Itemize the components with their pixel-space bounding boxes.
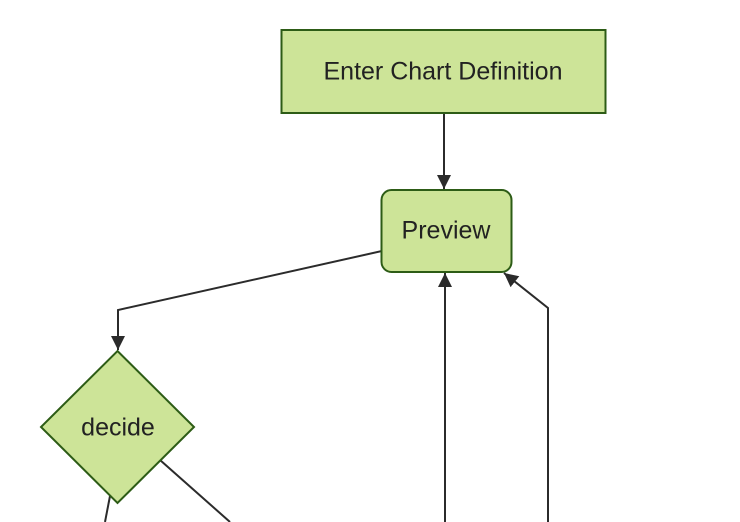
edges-layer [104, 113, 549, 522]
edge-preview-to-decide [111, 250, 383, 350]
node-preview [380, 189, 513, 273]
node-label-enter-chart-definition: Enter Chart Definition [323, 57, 563, 86]
edge-decide-to-offscreen-right [159, 459, 231, 522]
node-enter-chart-definition [280, 29, 607, 114]
node-decide [39, 349, 196, 505]
edge-return-bottom-right-to-preview [503, 272, 549, 522]
node-label-decide: decide [81, 413, 155, 442]
edge-decide-to-offscreen-left [104, 495, 111, 522]
nodes-layer [39, 29, 607, 505]
node-label-preview: Preview [401, 216, 491, 245]
